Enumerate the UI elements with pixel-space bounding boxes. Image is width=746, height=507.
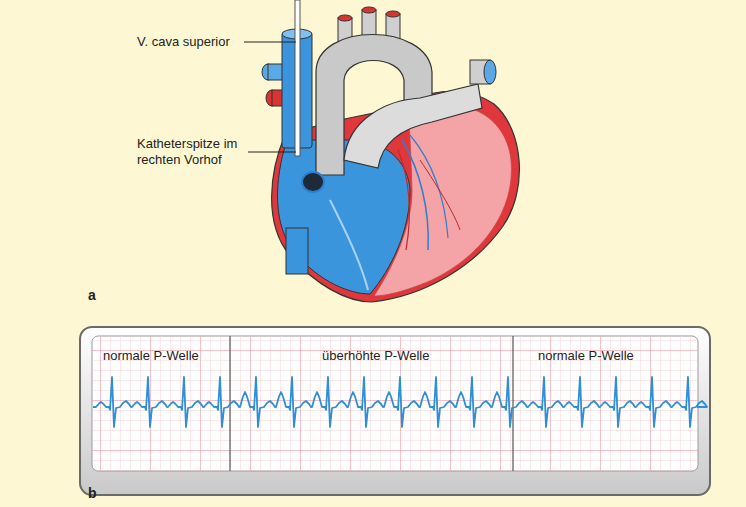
ecg-trace (93, 377, 707, 427)
vessel-label: V. cava superior (137, 34, 230, 50)
ecg-section-label: normale P-Welle (538, 348, 634, 364)
ecg-section-label: normale P-Welle (103, 348, 199, 364)
ecg-section-label: überhöhte P-Welle (322, 348, 429, 364)
panel-letter: b (88, 485, 97, 501)
panel-letter: a (88, 287, 96, 303)
catheter-tip-label: Katheterspitze im rechten Vorhof (137, 136, 255, 168)
